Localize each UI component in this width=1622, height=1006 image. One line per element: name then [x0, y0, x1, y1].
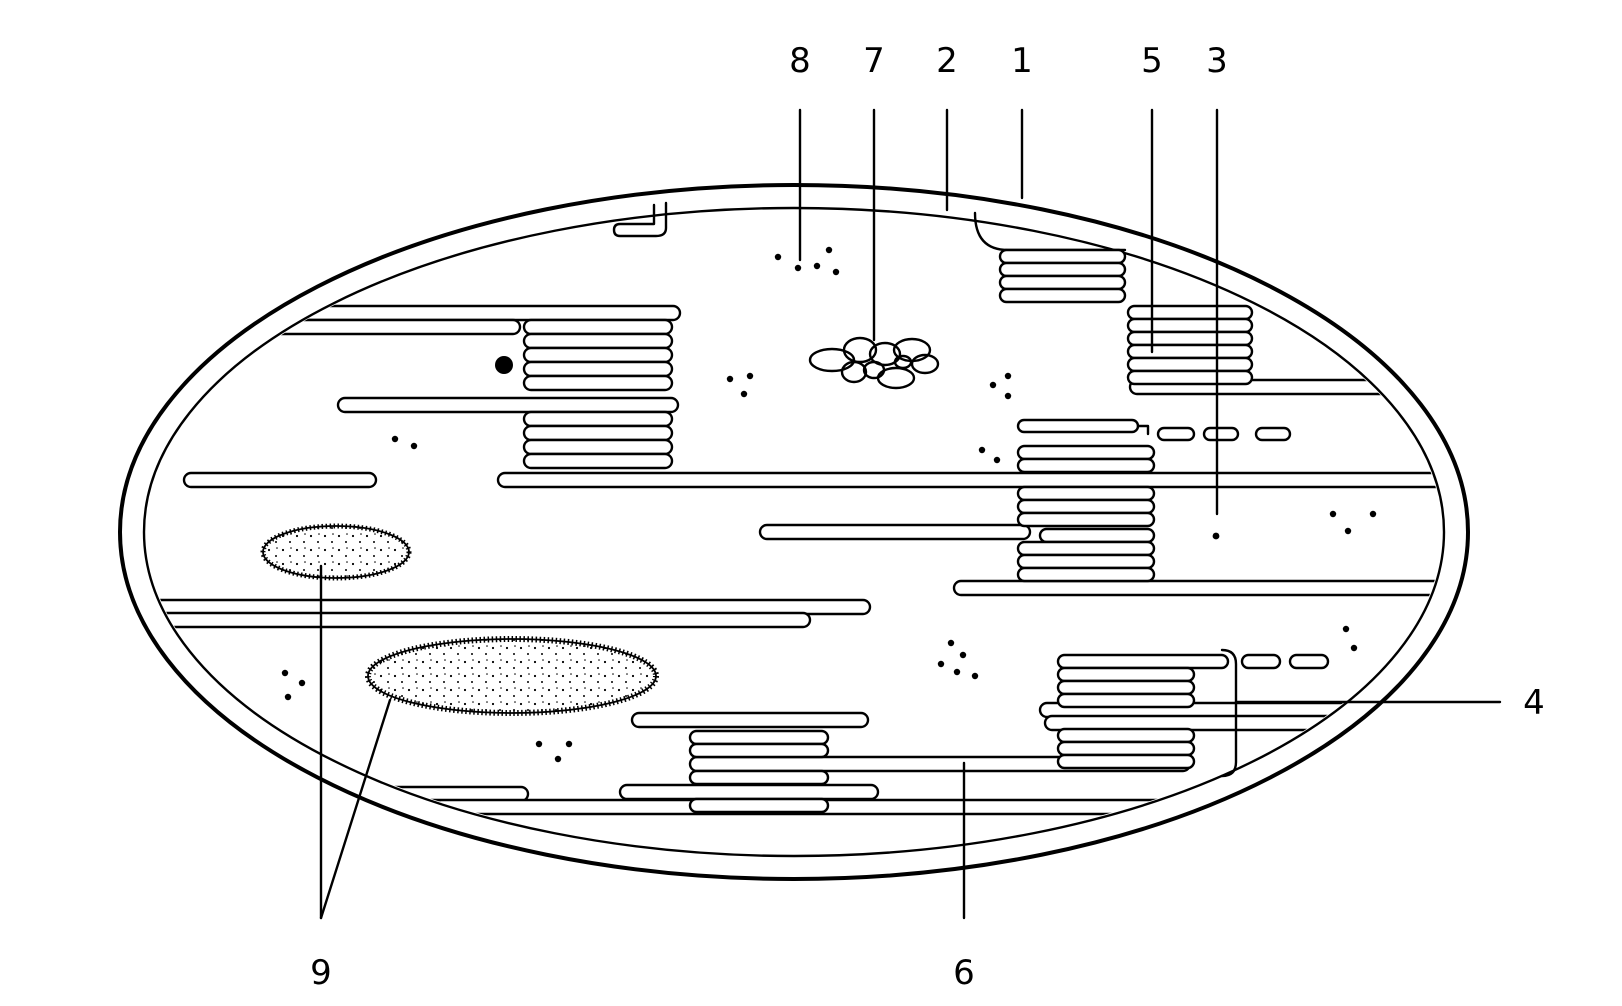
granum-lower-right	[1056, 653, 1230, 770]
label-2: 2	[936, 41, 958, 81]
label-1: 1	[1011, 41, 1033, 81]
ribosomes	[281, 246, 1377, 763]
granum-large-left	[522, 318, 674, 470]
label-6: 6	[953, 953, 975, 993]
dna-cluster	[808, 336, 940, 390]
inner-membrane-invagination-left	[612, 201, 668, 238]
fret-vesicles-upper	[1136, 424, 1292, 442]
granum-top-right	[998, 248, 1127, 304]
granum-bottom	[688, 729, 830, 814]
granum-center	[1016, 418, 1156, 583]
lipid-droplet-large	[365, 636, 659, 716]
granum-bracket	[1220, 648, 1238, 778]
fret-vesicles-lower	[1240, 653, 1330, 670]
label-9: 9	[310, 953, 332, 993]
inner-membrane	[142, 206, 1446, 858]
inner-membrane-invagination-right	[973, 211, 1127, 252]
label-5: 5	[1141, 41, 1163, 81]
label-7: 7	[863, 41, 885, 81]
plastid-dot-large	[495, 356, 513, 374]
label-8: 8	[789, 41, 811, 81]
label-3: 3	[1206, 41, 1228, 81]
lipid-droplet-small	[260, 523, 412, 581]
outer-membrane	[118, 183, 1470, 881]
leader-lines	[319, 108, 1502, 920]
granum-right-upper	[1126, 304, 1254, 386]
label-4: 4	[1523, 683, 1545, 723]
stroma-lamellae	[146, 304, 1442, 816]
